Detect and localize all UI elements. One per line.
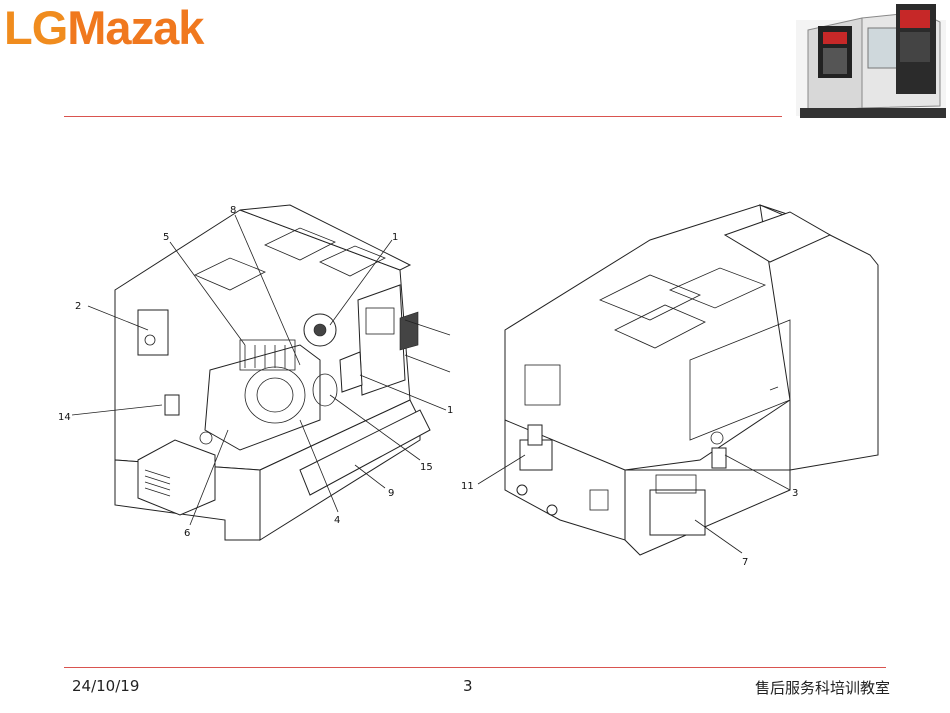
right-callout-labels: 11 3 7 — [461, 481, 798, 568]
callout-9: 9 — [388, 488, 394, 499]
callout-14: 14 — [58, 412, 71, 423]
callout-2: 2 — [75, 301, 81, 312]
header-machine-photo — [796, 4, 946, 118]
callout-6: 6 — [184, 528, 190, 539]
callout-1-right: 1 — [447, 405, 453, 416]
right-machine-drawing — [504, 204, 879, 556]
footer-page-number: 3 — [463, 677, 473, 695]
logo-lg: LG — [4, 1, 68, 54]
header-divider — [64, 116, 782, 117]
footer-department: 售后服务科培训教室 — [754, 679, 890, 697]
callout-1-top: 1 — [392, 232, 398, 243]
lgmazak-logo: LGMazak — [4, 1, 204, 54]
footer-date: 24/10/19 — [72, 677, 140, 695]
callout-8: 8 — [230, 205, 236, 216]
callout-5: 5 — [163, 232, 169, 243]
callout-4: 4 — [334, 515, 340, 526]
callout-3: 3 — [792, 488, 798, 499]
logo-mazak: Mazak — [67, 1, 204, 54]
left-machine-drawing — [114, 204, 431, 541]
callout-7: 7 — [742, 557, 748, 568]
vent-grille — [144, 469, 171, 497]
callout-11: 11 — [461, 481, 474, 492]
left-callout-labels: 8 5 1 2 14 1 15 9 4 6 — [58, 205, 453, 539]
right-callout-leaders — [477, 454, 791, 554]
footer-divider — [64, 667, 886, 668]
callout-15: 15 — [420, 462, 433, 473]
left-callout-leaders — [71, 214, 451, 526]
